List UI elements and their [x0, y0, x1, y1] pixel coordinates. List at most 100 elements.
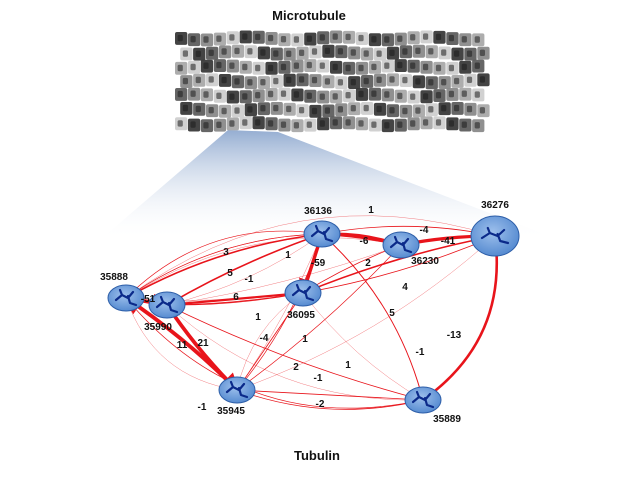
- tubulin-dimer-shade: [466, 50, 473, 57]
- tubulin-dimer-shade: [293, 36, 299, 43]
- edge-36095-35945: [236, 292, 304, 391]
- tubulin-dimer-shade: [247, 106, 253, 113]
- node-36276[interactable]: 36276: [470, 200, 520, 257]
- tubulin-dimer-shade: [402, 107, 408, 115]
- edge-35945-36136: [236, 233, 323, 391]
- tubulin-dimer-shade: [350, 79, 356, 86]
- tubulin-dimer-shade: [234, 47, 240, 55]
- edge-label-35889-35945: -2: [316, 399, 325, 410]
- tubulin-dimer-shade: [195, 76, 201, 84]
- tubulin-dimer-shade: [448, 34, 454, 42]
- ligand-skeleton: [291, 283, 315, 302]
- node-label-36136: 36136: [304, 206, 332, 217]
- tubulin-dimer-shade: [221, 48, 227, 55]
- tubulin-dimer-shade: [260, 79, 266, 86]
- tubulin-dimer-shade: [286, 50, 292, 57]
- tubulin-dimer-shade: [203, 91, 209, 98]
- network-thread-3: [236, 235, 496, 391]
- tubulin-dimer-shade: [208, 49, 214, 56]
- tubulin-dimer-shade: [376, 50, 382, 57]
- tubulin-dimer-shade: [260, 105, 266, 112]
- tubulin-dimer-shade: [280, 121, 287, 128]
- tubulin-dimer-shade: [415, 47, 421, 54]
- edge-label-35888-35889: -1: [416, 347, 425, 358]
- tubulin-dimer-shade: [306, 92, 312, 99]
- tubulin-dimer-shade: [182, 104, 188, 112]
- tubulin-dimer-shade: [319, 34, 325, 41]
- tubulin-dimer-shade: [345, 119, 351, 126]
- tubulin-dimer-shade: [428, 79, 434, 86]
- tubulin-dimer-shade: [461, 63, 467, 71]
- tubulin-dimer-shade: [371, 63, 377, 71]
- edge-label-35945-36136: 2: [293, 362, 299, 373]
- tubulin-dimer-shade: [384, 36, 390, 43]
- tubulin-dimer-shade: [273, 77, 279, 85]
- tubulin-dimer-shade: [415, 78, 421, 85]
- edge-label-36136-35889: 5: [389, 308, 395, 319]
- tubulin-dimer-shade: [255, 92, 261, 99]
- ligand-skeleton: [411, 390, 435, 409]
- tubulin-dimer-shade: [376, 76, 382, 83]
- ligand-skeleton: [310, 224, 334, 243]
- tubulin-dimer-shade: [190, 36, 196, 43]
- tubulin-dimer-shade: [311, 107, 318, 115]
- tubulin-dimer-shade: [441, 49, 447, 56]
- tubulin-dimer-shade: [397, 121, 403, 128]
- tubulin-dimer-shade: [474, 36, 480, 43]
- node-35990[interactable]: 35990: [144, 291, 186, 333]
- tubulin-dimer-shade: [319, 120, 325, 127]
- tubulin-dimer-shade: [332, 93, 338, 100]
- node-36136[interactable]: 36136: [303, 206, 341, 248]
- edge-label-36276-36230: -41: [441, 236, 456, 247]
- tubulin-dimer-shade: [363, 50, 369, 57]
- edge-label-35945-35888: 21: [197, 338, 209, 349]
- edge-label-36136-35888: -1: [245, 274, 254, 285]
- tubulin-dimer-shade: [229, 93, 235, 100]
- tubulin-dimer-shade: [448, 64, 454, 72]
- tubulin-dimer-shade: [319, 62, 325, 69]
- edge-label-36136-35990: 5: [227, 268, 233, 279]
- node-label-35945: 35945: [217, 406, 245, 417]
- node-36230[interactable]: 36230: [382, 231, 439, 267]
- node-35945[interactable]: 35945: [217, 376, 256, 417]
- tubulin-dimer-shade: [190, 90, 196, 97]
- edge-36136-35888: [125, 230, 323, 299]
- tubulin-dimer-shade: [448, 90, 454, 98]
- tubulin-dimer-shade: [376, 105, 382, 113]
- tubulin-dimer-shade: [371, 121, 377, 128]
- tubulin-dimer-shade: [435, 92, 442, 99]
- tubulin-dimer-shade: [299, 76, 305, 83]
- tubulin-dimer-shade: [435, 64, 442, 72]
- tubulin-dimer-shade: [428, 106, 434, 113]
- tubulin-dimer-shade: [242, 119, 248, 126]
- tubulin-dimer-shade: [203, 122, 209, 129]
- edge-label-36276-35990: 1: [345, 360, 351, 371]
- edge-label-35990-36095: 1: [255, 312, 261, 323]
- tubulin-dimer-shade: [454, 77, 460, 85]
- tubulin-dimer-shade: [384, 91, 390, 98]
- tubulin-dimer-shade: [466, 76, 473, 83]
- node-35889[interactable]: 35889: [404, 386, 461, 425]
- tubulin-dimer-shade: [474, 91, 480, 98]
- tubulin-dimer-shade: [311, 48, 318, 55]
- edge-36276-36095: [301, 235, 496, 295]
- tubulin-dimer-shade: [448, 120, 454, 127]
- tubulin-dimer-shade: [479, 49, 485, 56]
- node-label-35889: 35889: [433, 414, 461, 425]
- tubulin-dimer-shade: [203, 62, 209, 69]
- tubulin-dimer-shade: [397, 35, 403, 42]
- ligand-skeleton: [225, 380, 249, 399]
- node-36095[interactable]: 36095: [284, 279, 322, 321]
- tubulin-dimer-shade: [337, 79, 343, 86]
- edge-35888-35889: [125, 297, 424, 409]
- tubulin-dimer-shade: [423, 63, 429, 71]
- tubulin-dimer-shade: [410, 34, 416, 41]
- tubulin-dimer-shade: [234, 78, 240, 85]
- tubulin-dimer-shade: [363, 104, 369, 112]
- tubulin-dimer-shade: [229, 34, 235, 41]
- node-35888[interactable]: 35888: [100, 272, 145, 312]
- tubulin-dimer-shade: [474, 62, 480, 69]
- edge-35889-35945: [236, 388, 424, 401]
